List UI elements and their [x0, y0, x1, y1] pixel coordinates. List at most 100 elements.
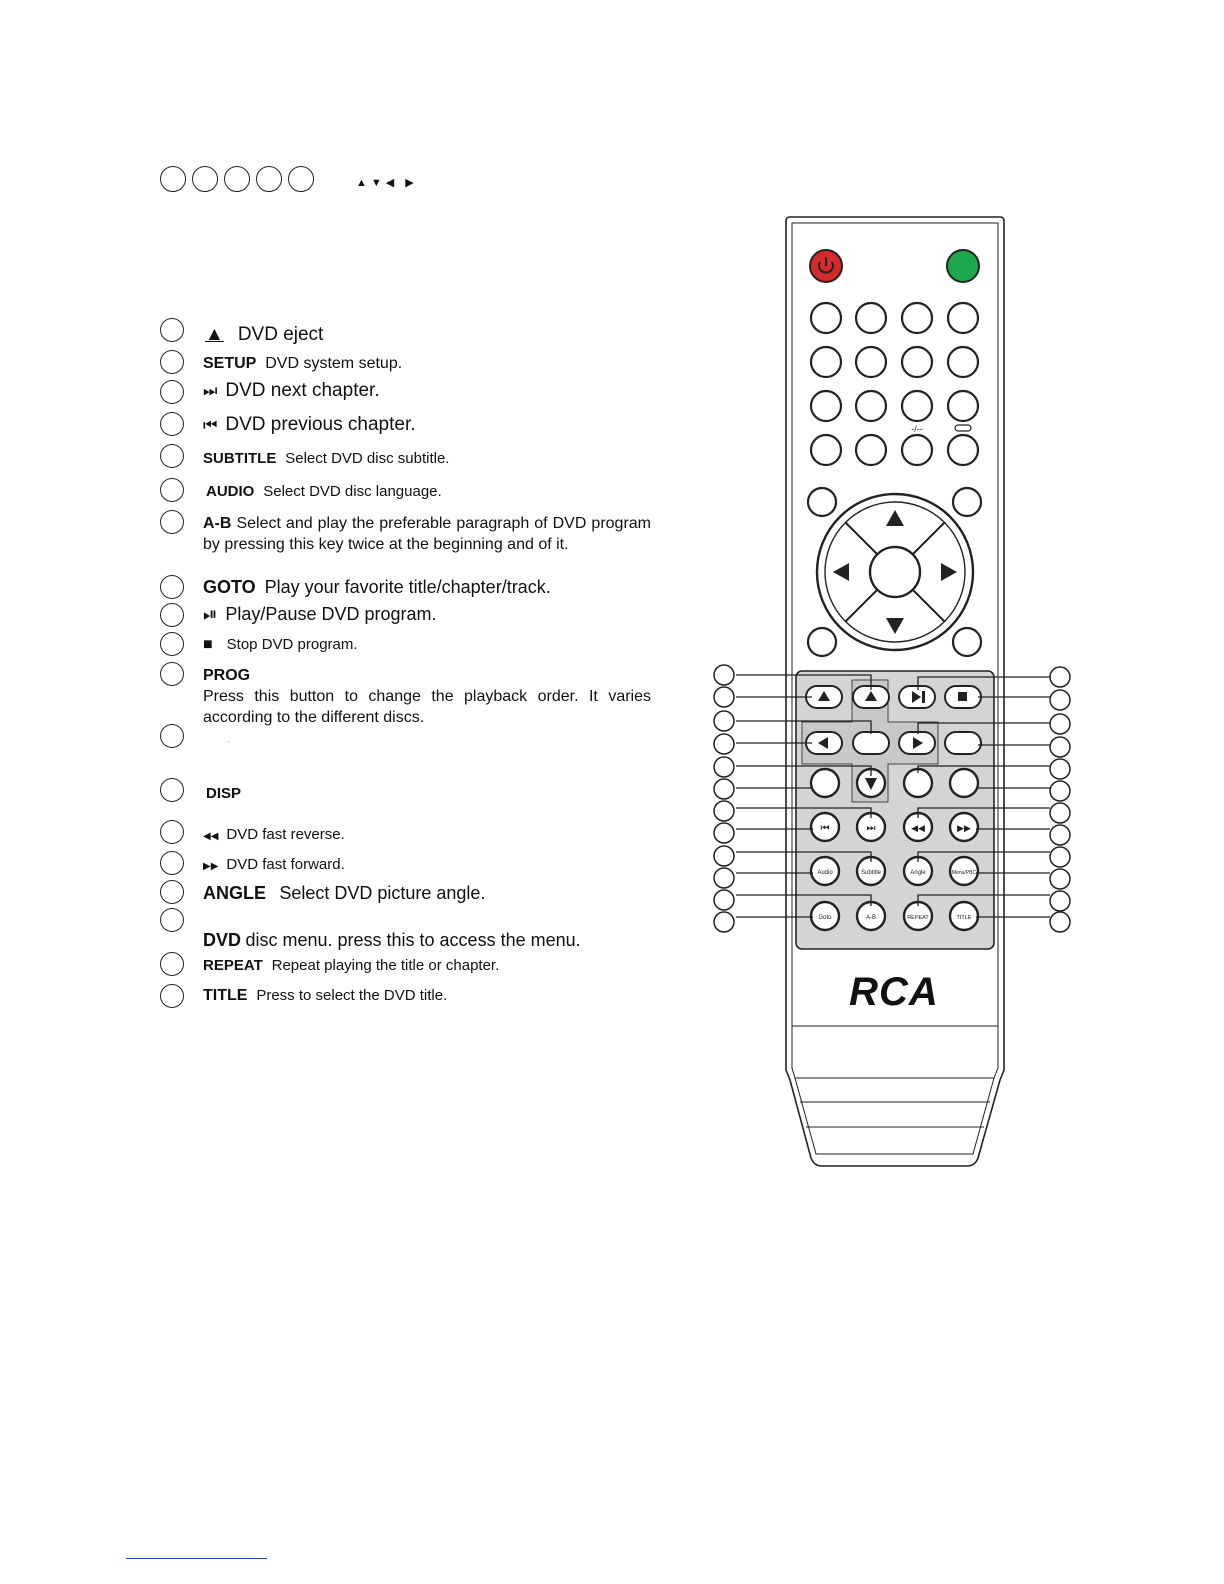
item-text: disc menu. press this to access the menu…	[245, 930, 581, 950]
next-chapter-icon: ⏭	[203, 383, 218, 400]
callout-circle	[160, 380, 184, 404]
audio-key-label: Audio	[817, 870, 833, 876]
item-text: Play your favorite title/chapter/track.	[264, 577, 551, 597]
angle-key-label: Angle	[910, 870, 926, 876]
menu-pbc-key-label: Menu/PBC	[952, 870, 977, 876]
item-text: Stop DVD program.	[226, 636, 358, 653]
fast-reverse-icon: ◀◀	[911, 823, 925, 833]
item-keyword: ANGLE	[203, 883, 266, 903]
item-keyword: GOTO	[203, 577, 256, 597]
item-text: Play/Pause DVD program.	[225, 604, 437, 624]
callout-circle	[160, 984, 184, 1008]
item-text: Select DVD disc language.	[263, 483, 442, 500]
list-item: DISP	[206, 785, 241, 803]
item-keyword: DISP	[206, 785, 242, 802]
power-button	[809, 249, 843, 283]
list-item: GOTO Play your favorite title/chapter/tr…	[203, 577, 551, 598]
dpad-right-arrow	[941, 563, 957, 581]
item-text: Press to select the DVD title.	[256, 987, 448, 1004]
callout-circle	[288, 166, 314, 192]
down-arrow-icon	[865, 778, 877, 790]
callout-circle	[160, 478, 184, 502]
play-pause-icon	[912, 691, 925, 703]
navigation-dpad	[815, 492, 975, 652]
list-item: ⏮ DVD previous chapter.	[203, 414, 416, 436]
dash-key-label: -/--	[911, 424, 923, 434]
item-text: DVD fast forward.	[226, 856, 345, 873]
arrow-symbols: ▲▼◀ ▶	[356, 177, 418, 189]
list-item: ⏭ DVD next chapter.	[203, 380, 380, 402]
list-item: DVD disc menu. press this to access the …	[203, 930, 581, 951]
item-keyword: DVD	[203, 930, 242, 950]
callout-circle	[160, 880, 184, 904]
callout-circle	[160, 952, 184, 976]
item-text: Press this button to change the playback…	[203, 688, 651, 726]
callout-circle	[160, 350, 184, 374]
callout-circle	[160, 632, 184, 656]
footer-rule	[126, 1558, 267, 1559]
callout-circle	[160, 510, 184, 534]
callout-circle	[160, 820, 184, 844]
list-item: SETUP DVD system setup.	[203, 355, 402, 373]
item-text: Select DVD disc subtitle.	[285, 450, 450, 467]
eject-icon: ▲	[205, 324, 224, 345]
callout-circle	[160, 603, 184, 627]
green-button	[946, 249, 980, 283]
fast-reverse-icon: ◀◀	[203, 831, 219, 842]
list-item: REPEAT Repeat playing the title or chapt…	[203, 957, 499, 975]
item-keyword: SUBTITLE	[203, 450, 277, 467]
next-chapter-icon: ⏭	[867, 823, 876, 834]
list-item: A-B Select and play the preferable parag…	[203, 513, 651, 555]
callout-circle	[256, 166, 282, 192]
list-item: ⏯ Play/Pause DVD program.	[203, 604, 437, 625]
dpad-down-arrow	[886, 618, 904, 634]
stop-icon: ■	[203, 636, 213, 653]
item-text: Select and play the preferable paragraph…	[203, 515, 651, 553]
fast-forward-icon: ▶▶	[957, 823, 971, 833]
item-text: Select DVD picture angle.	[279, 883, 486, 903]
list-item: .	[228, 738, 230, 744]
title-key-label: TITLE	[957, 915, 972, 921]
repeat-key-label: REPEAT	[907, 915, 929, 921]
right-arrow-icon	[913, 737, 923, 749]
left-arrow-icon	[818, 737, 828, 749]
callout-circle	[160, 444, 184, 468]
ab-key-label: A-B	[866, 915, 876, 921]
item-text: DVD previous chapter.	[225, 414, 416, 435]
fast-forward-icon: ▶▶	[203, 861, 219, 872]
item-text: DVD fast reverse.	[226, 826, 345, 843]
subtitle-key-label: Subtitle	[861, 870, 882, 876]
list-item: PROG Press this button to change the pla…	[203, 665, 651, 728]
list-item: SUBTITLE Select DVD disc subtitle.	[203, 450, 449, 468]
callout-circle	[160, 778, 184, 802]
previous-chapter-icon: ⏮	[203, 417, 218, 434]
list-item: ◀◀ DVD fast reverse.	[203, 826, 345, 844]
item-keyword: PROG	[203, 667, 251, 684]
callout-circle	[160, 412, 184, 436]
callout-circle	[160, 166, 186, 192]
item-keyword: TITLE	[203, 987, 248, 1004]
stop-icon	[958, 692, 967, 701]
callout-circle	[160, 318, 184, 342]
play-pause-icon: ⏯	[203, 604, 218, 624]
rca-logo: RCA	[849, 970, 939, 1014]
list-item: TITLE Press to select the DVD title.	[203, 987, 447, 1005]
item-keyword: REPEAT	[203, 957, 263, 974]
list-item: AUDIO Select DVD disc language.	[206, 483, 442, 501]
list-item: ▲DVD eject	[203, 324, 323, 346]
callout-circle	[160, 851, 184, 875]
up-arrow-icon	[865, 691, 877, 701]
callout-circle	[192, 166, 218, 192]
item-text: .	[228, 738, 230, 744]
list-item: ■ Stop DVD program.	[203, 636, 358, 654]
list-item: ANGLE Select DVD picture angle.	[203, 883, 485, 904]
item-keyword: AUDIO	[206, 483, 255, 500]
callout-circle	[160, 575, 184, 599]
item-text: DVD next chapter.	[225, 380, 380, 401]
item-keyword: SETUP	[203, 355, 257, 372]
list-item: ▶▶ DVD fast forward.	[203, 856, 345, 874]
recall-icon	[954, 424, 972, 432]
goto-key-label: Goto	[818, 915, 832, 921]
item-text: Repeat playing the title or chapter.	[271, 957, 500, 974]
callout-circle	[160, 662, 184, 686]
